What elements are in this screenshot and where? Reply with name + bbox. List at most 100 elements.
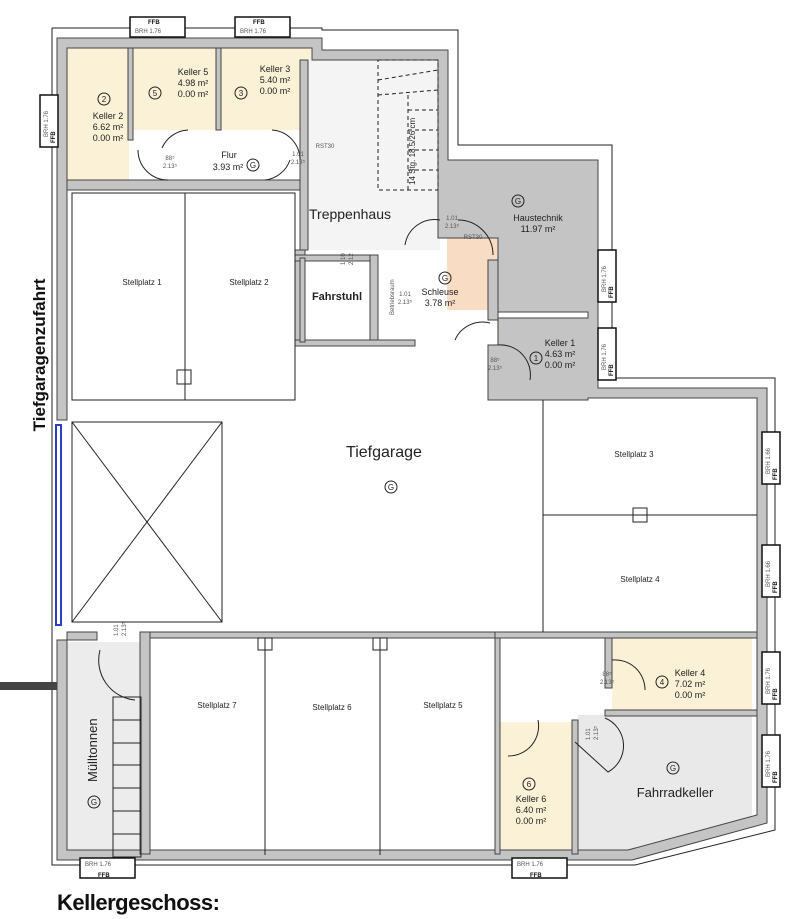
- svg-text:4.63 m²: 4.63 m²: [545, 349, 576, 359]
- parking-labels: Stellplatz 1 Stellplatz 2 Stellplatz 3 S…: [122, 278, 660, 712]
- svg-text:Keller 5: Keller 5: [178, 67, 209, 77]
- window-brh-label: BRH 1.76: [135, 29, 162, 35]
- parking-5: Stellplatz 5: [423, 701, 463, 710]
- svg-text:0.00 m²: 0.00 m²: [516, 816, 547, 826]
- room-betriebsraum-label: Betriebsraum: [390, 279, 396, 315]
- svg-text:4.98 m²: 4.98 m²: [178, 78, 209, 88]
- svg-text:6: 6: [527, 780, 532, 789]
- svg-text:Fahrradkeller: Fahrradkeller: [637, 785, 714, 800]
- svg-text:G: G: [515, 197, 521, 206]
- window-brh-label: BRH 1.66: [766, 560, 772, 587]
- garage-gate[interactable]: [55, 424, 62, 626]
- room-keller5-fill: [132, 48, 216, 130]
- parking-7: Stellplatz 7: [197, 701, 237, 710]
- svg-text:G: G: [670, 764, 676, 773]
- room-keller4-fill: [612, 638, 752, 710]
- svg-text:2: 2: [102, 95, 107, 104]
- svg-text:2.13⁵: 2.13⁵: [488, 365, 503, 372]
- svg-text:1.01: 1.01: [446, 216, 458, 222]
- window-brh-label: BRH 1.76: [44, 110, 50, 137]
- window-ffb-label: FFB: [530, 873, 542, 879]
- svg-text:G: G: [442, 274, 448, 283]
- svg-text:G: G: [250, 161, 256, 170]
- svg-text:1.10: 1.10: [341, 253, 347, 265]
- window-ffb-label: FFB: [773, 468, 779, 480]
- window-ffb-label: FFB: [253, 20, 265, 26]
- svg-text:1.01: 1.01: [114, 624, 120, 636]
- svg-text:0.00 m²: 0.00 m²: [93, 133, 124, 143]
- window-brh-label: BRH 1.76: [85, 862, 112, 868]
- room-schleuse: G Schleuse 3.78 m²: [421, 271, 459, 308]
- room-keller6-fill: [498, 722, 574, 854]
- svg-text:6.62 m²: 6.62 m²: [93, 122, 124, 132]
- svg-text:RST30: RST30: [316, 144, 335, 150]
- window-ffb-label: FFB: [773, 581, 779, 593]
- svg-text:Schleuse: Schleuse: [421, 287, 458, 297]
- window-brh-label: BRH 1.76: [766, 667, 772, 694]
- svg-text:Flur: Flur: [221, 150, 237, 160]
- parking-1: Stellplatz 1: [122, 278, 162, 287]
- svg-text:4: 4: [660, 678, 665, 687]
- parking-4: Stellplatz 4: [620, 575, 660, 584]
- svg-text:2.13⁵: 2.13⁵: [593, 725, 600, 740]
- parking-6: Stellplatz 6: [312, 703, 352, 712]
- svg-text:2.13⁵: 2.13⁵: [600, 679, 615, 686]
- svg-text:11.97 m²: 11.97 m²: [521, 224, 556, 234]
- room-treppenhaus-fill: [305, 60, 440, 250]
- svg-text:RST30: RST30: [464, 235, 483, 241]
- room-fahrradkeller: G Fahrradkeller: [637, 761, 714, 800]
- svg-text:2.13⁵: 2.13⁵: [121, 621, 128, 636]
- svg-text:Haustechnik: Haustechnik: [513, 213, 563, 223]
- room-keller5: 5 Keller 5 4.98 m² 0.00 m²: [148, 67, 209, 100]
- room-muelltonnen-fill: [67, 642, 141, 854]
- svg-text:5.40 m²: 5.40 m²: [260, 75, 291, 85]
- svg-text:3.78 m²: 3.78 m²: [425, 298, 456, 308]
- svg-text:88⁵: 88⁵: [165, 155, 175, 162]
- svg-text:0.00 m²: 0.00 m²: [675, 690, 706, 700]
- svg-text:88⁵: 88⁵: [490, 357, 500, 364]
- svg-text:Keller 2: Keller 2: [93, 111, 124, 121]
- window-ffb-label: FFB: [609, 364, 615, 376]
- svg-text:G: G: [91, 798, 97, 807]
- door-dimensions: 88⁵ 2.13⁵ 1.01 2.13⁵ RST30 1.01 2.13⁵ RS…: [114, 144, 615, 740]
- parking-2: Stellplatz 2: [229, 278, 269, 287]
- svg-text:2.13⁵: 2.13⁵: [398, 299, 413, 306]
- room-keller2-fill: [67, 48, 129, 180]
- svg-text:3.93 m²: 3.93 m²: [213, 162, 244, 172]
- parking-lines: [0, 192, 757, 855]
- page-title: Kellergeschoss:: [57, 890, 220, 915]
- parking-3: Stellplatz 3: [614, 450, 654, 459]
- svg-text:Keller 3: Keller 3: [260, 64, 291, 74]
- svg-text:2.13⁵: 2.13⁵: [163, 163, 178, 170]
- window-ffb-label: FFB: [609, 286, 615, 298]
- stair-label: 14 Stg. 18.5/26 cm: [408, 118, 417, 185]
- doors: [98, 129, 646, 773]
- room-haustechnik: G Haustechnik 11.97 m²: [511, 194, 563, 234]
- window-brh-label: BRH 1.76: [602, 265, 608, 292]
- room-fahrradkeller-fill: [578, 715, 752, 852]
- window-ffb-label: FFB: [773, 771, 779, 783]
- window-brh-label: BRH 1.76: [766, 750, 772, 777]
- room-keller1: 1 Keller 1 4.63 m² 0.00 m²: [529, 338, 576, 370]
- svg-text:5: 5: [153, 89, 158, 98]
- staircase: [377, 59, 439, 191]
- svg-text:G: G: [388, 483, 394, 492]
- svg-text:1: 1: [534, 354, 539, 363]
- room-keller6: 6 Keller 6 6.40 m² 0.00 m²: [516, 777, 547, 826]
- svg-text:2.12: 2.12: [349, 253, 355, 265]
- svg-text:2.13⁵: 2.13⁵: [291, 159, 306, 166]
- room-fahrstuhl-label: Fahrstuhl: [312, 291, 362, 303]
- window-brh-label: BRH 1.76: [602, 343, 608, 370]
- room-keller3: 3 Keller 3 5.40 m² 0.00 m²: [234, 64, 291, 100]
- svg-text:2.13⁵: 2.13⁵: [445, 223, 460, 230]
